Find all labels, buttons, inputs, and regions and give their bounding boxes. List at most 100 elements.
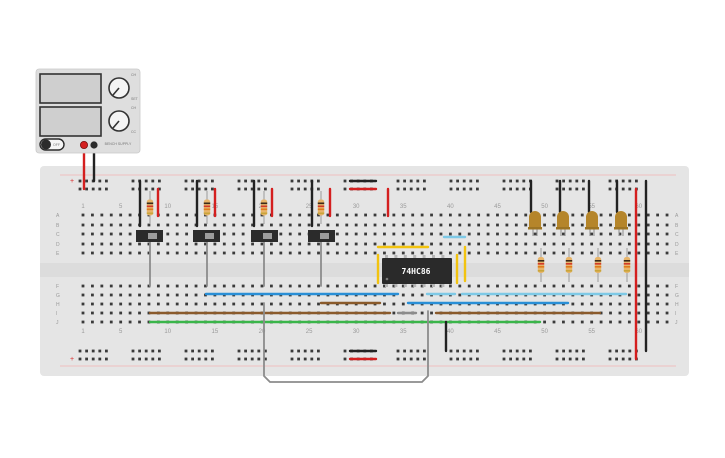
rail-hole[interactable] — [211, 357, 214, 361]
terminal-hole[interactable] — [401, 223, 405, 227]
terminal-hole[interactable] — [571, 232, 575, 236]
terminal-hole[interactable] — [411, 293, 415, 297]
rail-hole[interactable] — [264, 349, 267, 353]
terminal-hole[interactable] — [552, 213, 556, 217]
rail-hole[interactable] — [211, 179, 214, 183]
slide-switch-3[interactable] — [251, 230, 278, 242]
terminal-hole[interactable] — [383, 242, 386, 246]
terminal-hole[interactable] — [383, 213, 386, 217]
terminal-hole[interactable] — [637, 242, 641, 246]
terminal-hole[interactable] — [204, 284, 207, 288]
terminal-hole[interactable] — [448, 223, 452, 227]
terminal-hole[interactable] — [298, 232, 302, 236]
terminal-hole[interactable] — [496, 284, 499, 288]
terminal-hole[interactable] — [477, 223, 481, 227]
terminal-hole[interactable] — [232, 302, 236, 306]
terminal-hole[interactable] — [373, 223, 377, 227]
rail-hole[interactable] — [555, 187, 559, 191]
terminal-hole[interactable] — [627, 242, 631, 246]
terminal-hole[interactable] — [138, 284, 141, 288]
terminal-hole[interactable] — [109, 223, 113, 227]
rail-hole[interactable] — [502, 357, 506, 361]
terminal-hole[interactable] — [81, 242, 85, 246]
terminal-hole[interactable] — [524, 251, 528, 255]
terminal-hole[interactable] — [317, 242, 320, 246]
terminal-hole[interactable] — [128, 284, 132, 288]
terminal-hole[interactable] — [185, 232, 189, 236]
terminal-hole[interactable] — [477, 251, 481, 255]
rail-hole[interactable] — [290, 187, 294, 191]
terminal-hole[interactable] — [260, 302, 264, 306]
rail-hole[interactable] — [78, 349, 82, 353]
rail-hole[interactable] — [621, 187, 625, 191]
rail-hole[interactable] — [396, 357, 400, 361]
terminal-hole[interactable] — [609, 242, 612, 246]
rail-hole[interactable] — [555, 179, 559, 183]
terminal-hole[interactable] — [147, 242, 151, 246]
terminal-hole[interactable] — [552, 251, 556, 255]
rail-hole[interactable] — [423, 187, 426, 191]
terminal-hole[interactable] — [496, 251, 499, 255]
terminal-hole[interactable] — [213, 223, 217, 227]
terminal-hole[interactable] — [448, 242, 452, 246]
terminal-hole[interactable] — [279, 223, 283, 227]
rail-hole[interactable] — [568, 357, 572, 361]
terminal-hole[interactable] — [317, 223, 320, 227]
resistor-led-3[interactable] — [594, 248, 602, 282]
terminal-hole[interactable] — [392, 232, 396, 236]
terminal-hole[interactable] — [81, 302, 85, 306]
terminal-hole[interactable] — [251, 251, 254, 255]
rail-hole[interactable] — [456, 357, 459, 361]
rail-hole[interactable] — [78, 357, 82, 361]
terminal-hole[interactable] — [467, 213, 471, 217]
rail-hole[interactable] — [144, 187, 148, 191]
terminal-hole[interactable] — [543, 320, 546, 324]
terminal-hole[interactable] — [392, 302, 396, 306]
terminal-hole[interactable] — [562, 242, 565, 246]
terminal-hole[interactable] — [383, 251, 386, 255]
terminal-hole[interactable] — [637, 213, 641, 217]
terminal-hole[interactable] — [590, 320, 594, 324]
rail-hole[interactable] — [250, 179, 254, 183]
rail-hole[interactable] — [409, 349, 413, 353]
terminal-hole[interactable] — [335, 223, 339, 227]
terminal-hole[interactable] — [166, 302, 170, 306]
rail-hole[interactable] — [191, 357, 194, 361]
resistor-led-4[interactable] — [623, 248, 631, 282]
terminal-hole[interactable] — [119, 223, 123, 227]
terminal-hole[interactable] — [260, 251, 264, 255]
rail-hole[interactable] — [509, 357, 512, 361]
terminal-hole[interactable] — [609, 232, 612, 236]
rail-hole[interactable] — [456, 179, 459, 183]
rail-hole[interactable] — [615, 349, 618, 353]
terminal-hole[interactable] — [646, 302, 650, 306]
rail-hole[interactable] — [131, 349, 135, 353]
terminal-hole[interactable] — [656, 311, 660, 315]
terminal-hole[interactable] — [571, 302, 575, 306]
terminal-hole[interactable] — [335, 251, 339, 255]
terminal-hole[interactable] — [91, 284, 94, 288]
terminal-hole[interactable] — [100, 302, 104, 306]
rail-hole[interactable] — [462, 357, 466, 361]
rail-hole[interactable] — [396, 179, 400, 183]
rail-hole[interactable] — [476, 179, 479, 183]
rail-hole[interactable] — [105, 187, 108, 191]
rail-hole[interactable] — [264, 187, 267, 191]
terminal-hole[interactable] — [562, 320, 565, 324]
terminal-hole[interactable] — [599, 284, 603, 288]
rail-hole[interactable] — [522, 349, 526, 353]
terminal-hole[interactable] — [213, 242, 217, 246]
rail-hole[interactable] — [522, 179, 526, 183]
rail-hole[interactable] — [608, 349, 612, 353]
terminal-hole[interactable] — [364, 242, 367, 246]
rail-hole[interactable] — [197, 357, 201, 361]
terminal-hole[interactable] — [656, 293, 660, 297]
terminal-hole[interactable] — [175, 232, 179, 236]
terminal-hole[interactable] — [119, 213, 123, 217]
terminal-hole[interactable] — [618, 251, 622, 255]
terminal-hole[interactable] — [571, 320, 575, 324]
terminal-hole[interactable] — [213, 251, 217, 255]
terminal-hole[interactable] — [420, 311, 424, 315]
terminal-hole[interactable] — [128, 232, 132, 236]
terminal-hole[interactable] — [580, 223, 584, 227]
